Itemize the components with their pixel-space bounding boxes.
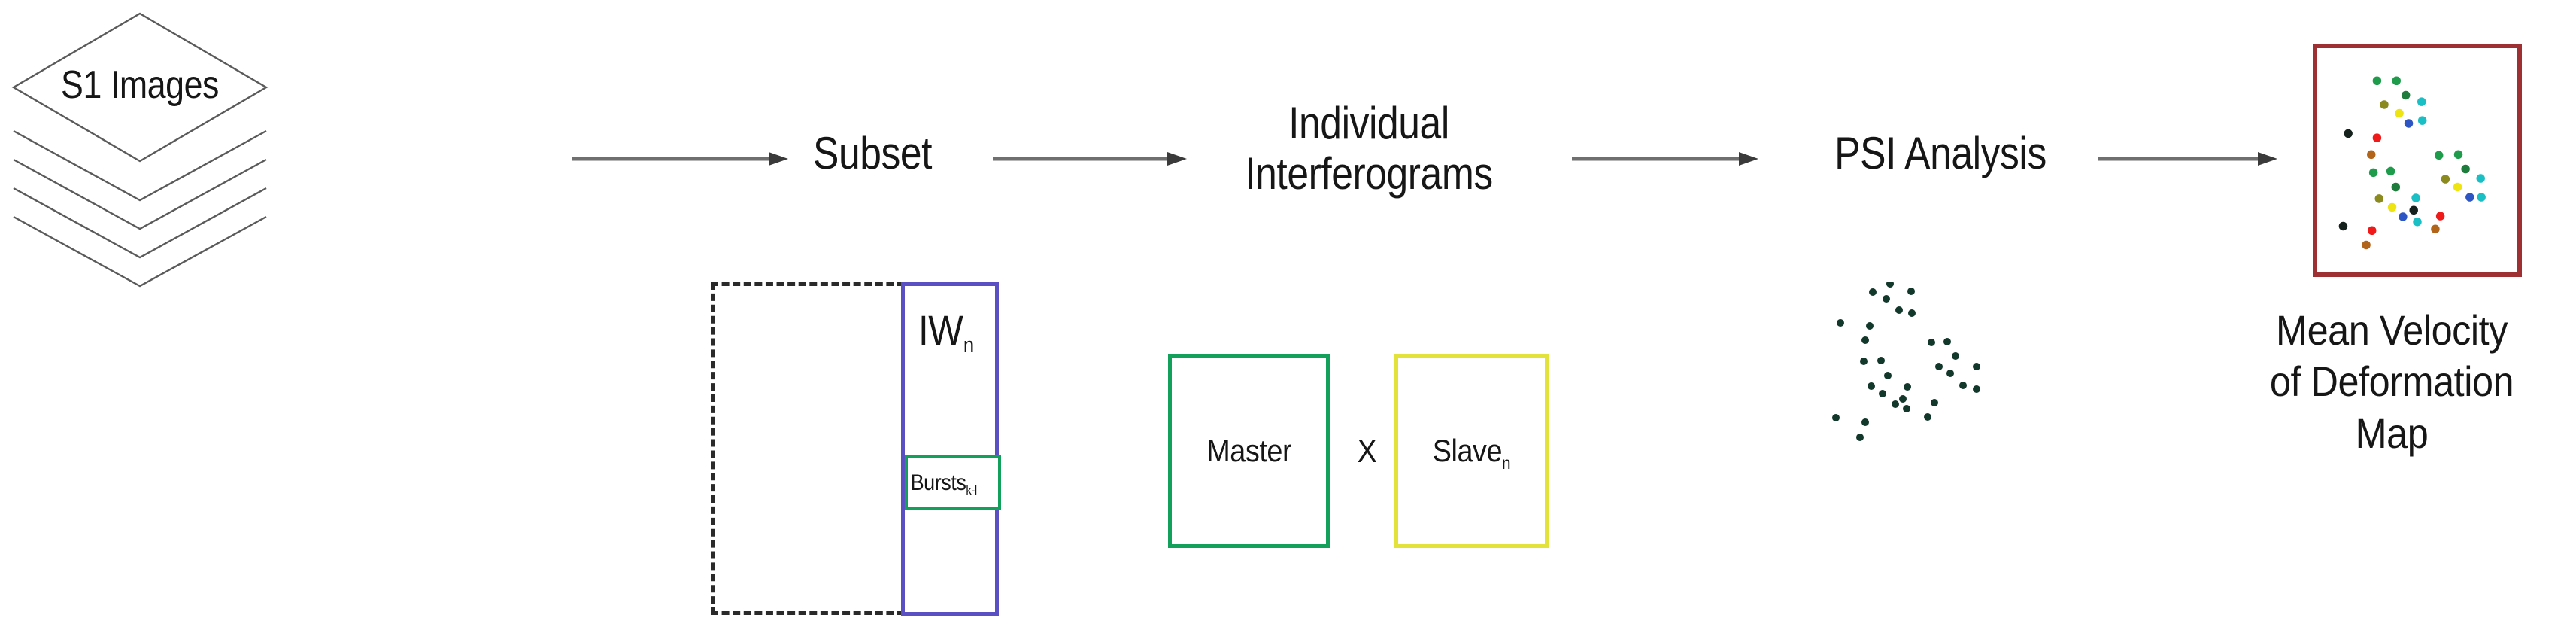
arrow-interferograms-to-psi	[1572, 148, 1760, 170]
scatter-point	[1868, 382, 1875, 390]
bursts-label-text: Bursts	[910, 470, 966, 495]
slave-label-subscript: n	[1502, 452, 1511, 473]
scatter-point	[1866, 322, 1874, 330]
slave-label: Slaven	[1432, 433, 1511, 473]
iw-label-subscript: n	[963, 333, 974, 358]
slave-label-text: Slave	[1432, 433, 1503, 468]
scatter-point	[2386, 166, 2395, 176]
scatter-point	[2417, 97, 2426, 106]
iw-label: IWn	[918, 306, 974, 358]
scatter-point	[1892, 400, 1899, 408]
scatter-point	[1904, 383, 1911, 391]
scatter-point	[1928, 339, 1935, 346]
scatter-point	[2401, 90, 2411, 100]
scatter-point	[2435, 212, 2445, 221]
scatter-point	[2413, 217, 2422, 227]
bursts-label-subscript: k-l	[966, 484, 977, 498]
master-image-box: Master	[1168, 354, 1330, 548]
scatter-point	[2453, 150, 2463, 160]
map-caption-line-3: Map	[2355, 409, 2429, 457]
scatter-point	[2387, 202, 2397, 212]
scatter-point	[2409, 205, 2418, 215]
scatter-point	[1869, 288, 1877, 296]
scatter-point	[1837, 319, 1844, 327]
mean-velocity-map-caption-group: Mean Velocity of Deformation Map	[2204, 305, 2576, 459]
subset-scene-outline	[711, 282, 905, 615]
scatter-point	[1943, 338, 1951, 345]
interferograms-line-1: Individual	[1288, 98, 1449, 148]
arrow-subset-to-interferograms	[993, 148, 1188, 170]
s1-images-stack: S1 Images	[5, 0, 546, 315]
scatter-point	[2441, 175, 2450, 184]
scatter-point	[1860, 358, 1868, 365]
scatter-point	[1903, 405, 1910, 412]
scatter-point	[1908, 309, 1916, 317]
scatter-point	[2391, 182, 2401, 192]
scatter-point	[2380, 100, 2389, 109]
scatter-point	[1856, 434, 1864, 441]
scatter-point	[2461, 164, 2470, 174]
scatter-point	[2372, 76, 2382, 86]
scatter-point	[1899, 395, 1907, 403]
map-caption-line-1: Mean Velocity	[2276, 306, 2508, 354]
scatter-point	[1861, 336, 1869, 344]
bursts-label: Burstsk-l	[908, 470, 978, 498]
map-caption-line-2: of Deformation	[2269, 358, 2514, 406]
scatter-point	[2476, 174, 2485, 183]
scatter-point	[2411, 193, 2420, 202]
mean-velocity-map-box	[2313, 44, 2522, 277]
scatter-point	[2344, 129, 2353, 138]
scatter-point	[2368, 168, 2378, 178]
scatter-point	[1924, 413, 1931, 421]
bursts-box: Burstsk-l	[905, 455, 1001, 510]
scatter-point	[1877, 357, 1885, 364]
subset-label: Subset	[812, 128, 933, 178]
scatter-point	[2477, 193, 2486, 202]
scatter-point	[2362, 240, 2371, 250]
iw-label-text: IW	[918, 306, 963, 354]
interferograms-line-2: Interferograms	[1245, 148, 1493, 199]
scatter-point	[2372, 133, 2382, 142]
psi-point-cloud-scatter	[1805, 282, 2031, 448]
scatter-point	[2417, 116, 2427, 125]
scatter-point	[2338, 221, 2348, 231]
scatter-point	[1973, 363, 1980, 370]
scatter-point	[1879, 390, 1886, 397]
scatter-point	[1907, 288, 1915, 295]
scatter-point	[2465, 193, 2474, 202]
scatter-point	[2431, 224, 2440, 234]
scatter-point	[1832, 414, 1840, 421]
arrow-stack-to-subset	[572, 148, 790, 170]
scatter-point	[2395, 108, 2404, 118]
scatter-point	[1931, 399, 1938, 406]
scatter-point	[2404, 119, 2414, 128]
multiplication-operator-label: X	[1357, 433, 1377, 470]
scatter-point	[1935, 363, 1943, 370]
scatter-point	[2399, 212, 2408, 221]
scatter-point	[1895, 306, 1903, 314]
scatter-point	[1959, 382, 1967, 389]
iw-swath-box: IWn Burstsk-l	[901, 282, 1001, 616]
scatter-point	[1952, 352, 1959, 360]
psi-analysis-label: PSI Analysis	[1834, 128, 2047, 178]
scatter-point	[2374, 194, 2384, 203]
scatter-point	[1861, 418, 1869, 426]
scatter-point	[1883, 295, 1890, 303]
arrow-psi-to-map	[2098, 148, 2279, 170]
scatter-point	[1884, 372, 1892, 379]
master-label: Master	[1206, 433, 1291, 468]
individual-interferograms-label-group: Individual Interferograms	[1203, 98, 1534, 199]
scatter-point	[2367, 150, 2376, 160]
scatter-point	[2367, 226, 2377, 236]
slave-image-box: Slaven	[1394, 354, 1549, 548]
scatter-point	[2453, 182, 2462, 192]
s1-images-label: S1 Images	[61, 63, 219, 107]
scatter-point	[1886, 282, 1894, 288]
scatter-point	[1946, 370, 1954, 377]
scatter-point	[2434, 151, 2444, 160]
scatter-point	[2392, 76, 2401, 86]
scatter-point	[1973, 385, 1980, 393]
